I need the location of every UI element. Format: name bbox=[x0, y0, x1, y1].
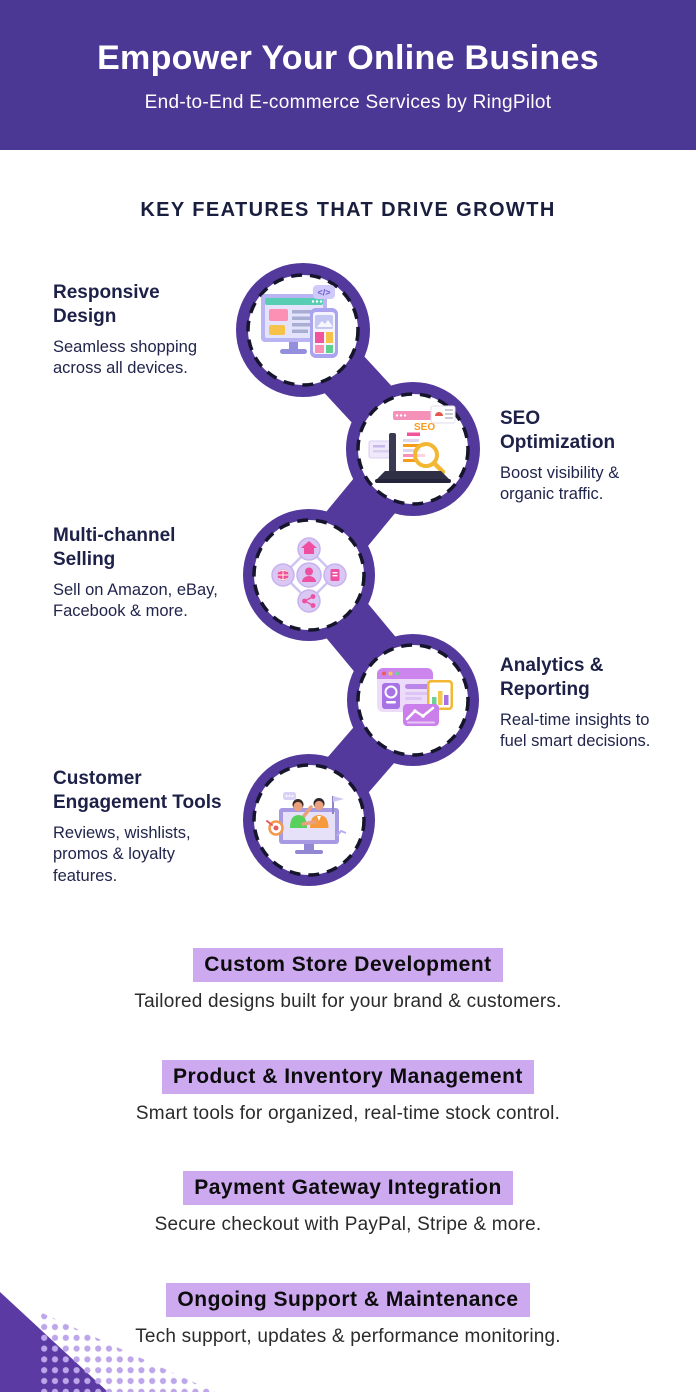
feature-title: Analytics & Reporting bbox=[500, 655, 604, 700]
responsive-design-icon: </> bbox=[261, 285, 338, 358]
feature-title: SEO Optimization bbox=[500, 408, 616, 453]
page-title: Empower Your Online Busines bbox=[97, 38, 599, 77]
service-product-inventory-management: Product & Inventory Management Smart too… bbox=[0, 1060, 696, 1125]
feature-description: Real-time insights to fuel smart decisio… bbox=[500, 710, 651, 751]
service-title: Ongoing Support & Maintenance bbox=[166, 1283, 530, 1317]
svg-text:</>: </> bbox=[317, 288, 330, 298]
feature-description: Boost visibility & organic traffic. bbox=[500, 463, 620, 504]
section-heading: KEY FEATURES THAT DRIVE GROWTH bbox=[140, 199, 556, 221]
customer-engagement-icon bbox=[266, 792, 347, 854]
feature-analytics-reporting: Analytics & Reporting Real-time insights… bbox=[500, 654, 660, 753]
multi-channel-network-icon bbox=[271, 537, 347, 613]
feature-title: Multi-channel Selling bbox=[53, 525, 176, 570]
feature-seo-optimization: SEO Optimization Boost visibility & orga… bbox=[500, 407, 660, 506]
service-custom-store-development: Custom Store Development Tailored design… bbox=[0, 948, 696, 1013]
feature-responsive-design: Responsive Design Seamless shopping acro… bbox=[53, 281, 225, 380]
feature-description: Sell on Amazon, eBay, Facebook & more. bbox=[53, 580, 218, 621]
analytics-dashboard-icon bbox=[377, 668, 453, 726]
corner-dots bbox=[40, 1312, 215, 1392]
service-description: Secure checkout with PayPal, Stripe & mo… bbox=[154, 1214, 542, 1235]
page-subtitle: End-to-End E-commerce Services by RingPi… bbox=[144, 91, 552, 113]
service-title: Payment Gateway Integration bbox=[183, 1171, 513, 1205]
header-banner: Empower Your Online Busines End-to-End E… bbox=[0, 0, 696, 150]
service-description: Smart tools for organized, real-time sto… bbox=[135, 1103, 561, 1124]
feature-title: Responsive Design bbox=[53, 282, 160, 327]
feature-title: Customer Engagement Tools bbox=[53, 768, 222, 813]
feature-customer-engagement: Customer Engagement Tools Reviews, wishl… bbox=[53, 767, 233, 888]
service-title: Custom Store Development bbox=[193, 948, 503, 982]
feature-description: Seamless shopping across all devices. bbox=[53, 337, 198, 378]
service-payment-gateway-integration: Payment Gateway Integration Secure check… bbox=[0, 1171, 696, 1236]
svg-text:SEO: SEO bbox=[414, 422, 435, 433]
feature-description: Reviews, wishlists, promos & loyalty fea… bbox=[53, 823, 191, 886]
service-title: Product & Inventory Management bbox=[162, 1060, 534, 1094]
service-description: Tech support, updates & performance moni… bbox=[135, 1326, 561, 1347]
service-description: Tailored designs built for your brand & … bbox=[134, 991, 562, 1012]
feature-multi-channel-selling: Multi-channel Selling Sell on Amazon, eB… bbox=[53, 524, 225, 623]
service-ongoing-support-maintenance: Ongoing Support & Maintenance Tech suppo… bbox=[0, 1283, 696, 1348]
seo-search-icon: SEO bbox=[368, 405, 456, 483]
